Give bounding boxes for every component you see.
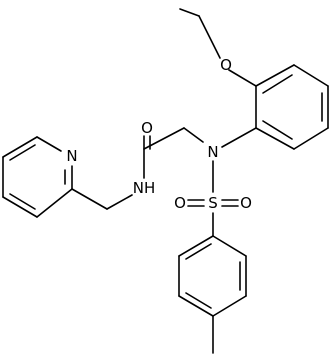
bond-tol-c — [212, 295, 247, 317]
bond-ring1-b — [293, 64, 329, 87]
atom-nh-amide: NH — [133, 179, 156, 197]
bond-nh-ch2 — [106, 194, 133, 210]
atom-s-sulfonyl: S — [208, 194, 218, 212]
atom-n-pyridine: N — [66, 147, 77, 165]
atom-o-amide: O — [141, 119, 153, 137]
bond-tol-inner-b — [185, 292, 212, 309]
bond-pyr-b — [36, 136, 62, 152]
atom-o-ether: O — [220, 56, 232, 74]
atom-n-sulfonamide: N — [207, 143, 218, 161]
bond-tol-f — [178, 235, 214, 257]
bond-n-ch2 — [183, 127, 204, 143]
bond-ch2-pyridine — [71, 188, 108, 210]
bond-pyr-c — [2, 136, 38, 158]
bond-ethyl — [179, 8, 200, 17]
bond-pyr-f — [36, 188, 73, 218]
bond-o-aryl — [228, 69, 257, 87]
bond-tol-a — [212, 235, 247, 257]
bond-ring1-a — [255, 64, 295, 87]
atom-o-sulfonyl-left: O — [174, 194, 186, 212]
bond-ring1-inner-a — [262, 74, 293, 94]
bond-ethyl-o — [198, 15, 221, 59]
bond-ring1-d — [293, 127, 329, 150]
bond-pyr-inner-b — [9, 144, 36, 161]
bond-ring1-inner-c — [262, 120, 293, 140]
bond-tol-inner-c — [185, 243, 212, 260]
atom-label-layer: O O N N NH S O O — [66, 56, 252, 212]
bond-tol-d — [178, 295, 214, 317]
bond-layer — [2, 8, 329, 354]
bond-aryl-n — [221, 127, 257, 148]
bond-pyr-e — [2, 196, 38, 218]
atom-o-sulfonyl-right: O — [240, 194, 252, 212]
bond-ring1-e — [255, 127, 295, 150]
bond-pyr-inner-c — [9, 193, 36, 210]
